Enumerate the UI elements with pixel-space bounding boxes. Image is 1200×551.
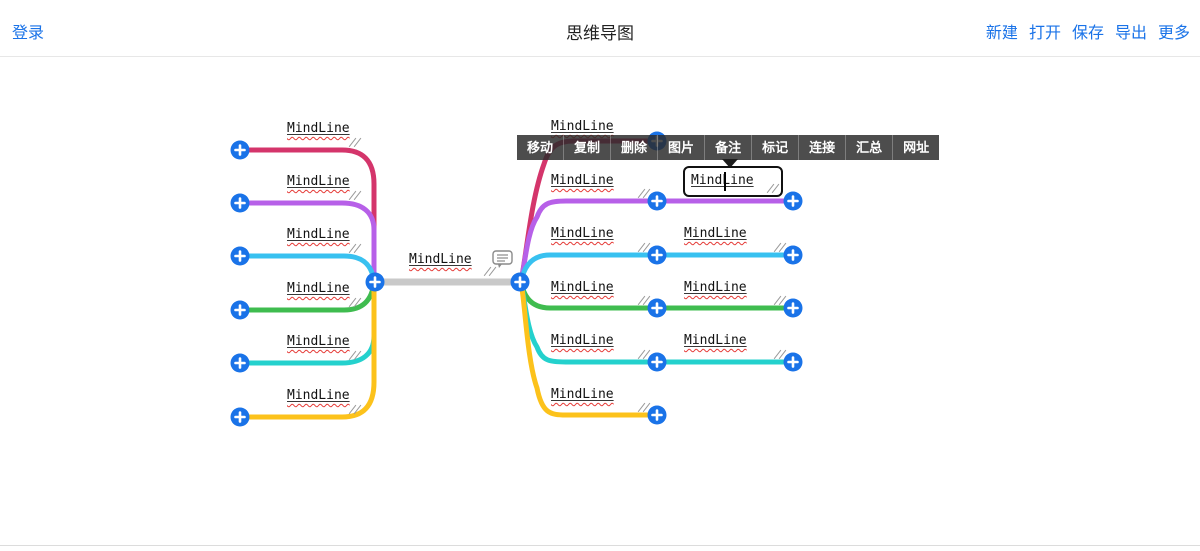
menu-copy-button[interactable]: 复制 [563,135,610,160]
node-label[interactable]: MindLine [684,333,747,348]
add-node-button[interactable] [230,353,250,373]
top-bar: 登录 思维导图 新建 打开 保存 导出 更多 [0,0,1200,57]
node-label[interactable]: MindLine [551,173,614,188]
node-resize-handle[interactable] [773,349,787,360]
node-label[interactable]: MindLine [551,226,614,241]
node-resize-handle[interactable] [637,295,651,306]
menu-note-button[interactable]: 备注 [704,135,751,160]
node-label[interactable]: MindLine [551,333,614,348]
node-label[interactable]: MindLine [287,334,350,349]
add-node-button[interactable] [647,405,667,425]
add-node-button[interactable] [230,407,250,427]
login-link[interactable]: 登录 [12,25,45,42]
menu-link-button[interactable]: 连接 [798,135,845,160]
editbox-resize-handle[interactable] [766,183,780,194]
node-label[interactable]: MindLine [287,121,350,136]
branch-right-2[interactable] [518,198,789,285]
node-resize-handle[interactable] [348,190,362,201]
node-resize-handle[interactable] [637,242,651,253]
root-add-right-button[interactable] [510,272,530,292]
node-label[interactable]: MindLine [551,280,614,295]
node-context-menu: 移动 复制 删除 图片 备注 标记 连接 汇总 网址 [517,135,940,160]
node-resize-handle[interactable] [773,295,787,306]
add-node-button[interactable] [783,298,803,318]
node-label[interactable]: MindLine [287,281,350,296]
menu-image-button[interactable]: 图片 [657,135,704,160]
page-title: 思维导图 [566,24,634,43]
add-node-button[interactable] [647,245,667,265]
save-button[interactable]: 保存 [1071,25,1104,42]
add-node-button[interactable] [647,352,667,372]
add-node-button[interactable] [647,298,667,318]
node-resize-handle[interactable] [348,404,362,415]
menu-summary-button[interactable]: 汇总 [845,135,892,160]
menu-mark-button[interactable]: 标记 [751,135,798,160]
export-button[interactable]: 导出 [1114,25,1147,42]
node-resize-handle[interactable] [773,242,787,253]
add-node-button[interactable] [783,245,803,265]
branch-left-6[interactable] [237,279,377,420]
add-node-button[interactable] [783,352,803,372]
canvas-bottom-edge [0,545,1200,546]
add-node-button[interactable] [230,246,250,266]
node-resize-handle[interactable] [483,266,497,277]
node-resize-handle[interactable] [637,349,651,360]
context-menu-pointer [722,159,738,168]
menu-delete-button[interactable]: 删除 [610,135,657,160]
node-label[interactable]: MindLine [287,174,350,189]
node-label[interactable]: MindLine [287,388,350,403]
node-edit-box[interactable]: MindLine [683,166,783,197]
node-label[interactable]: MindLine [684,280,747,295]
node-label[interactable]: MindLine [551,119,614,134]
add-node-button[interactable] [783,191,803,211]
add-node-button[interactable] [230,193,250,213]
add-node-button[interactable] [647,191,667,211]
root-add-left-button[interactable] [365,272,385,292]
node-resize-handle[interactable] [348,137,362,148]
node-resize-handle[interactable] [637,402,651,413]
node-resize-handle[interactable] [637,188,651,199]
menu-url-button[interactable]: 网址 [892,135,939,160]
add-node-button[interactable] [230,140,250,160]
branch-left-1[interactable] [237,147,377,285]
new-button[interactable]: 新建 [985,25,1018,42]
open-button[interactable]: 打开 [1028,25,1061,42]
add-node-button[interactable] [230,300,250,320]
menu-move-button[interactable]: 移动 [527,140,554,155]
node-resize-handle[interactable] [348,243,362,254]
node-label[interactable]: MindLine [551,387,614,402]
more-button[interactable]: 更多 [1157,25,1190,42]
node-resize-handle[interactable] [348,350,362,361]
node-resize-handle[interactable] [348,297,362,308]
branch-left-2[interactable] [237,200,377,285]
text-caret [724,172,726,191]
branch-right-6[interactable] [518,279,653,418]
node-label[interactable]: MindLine [287,227,350,242]
branch-left-3[interactable] [237,253,377,285]
header-actions: 新建 打开 保存 导出 更多 [986,19,1190,43]
node-label[interactable]: MindLine [684,226,747,241]
note-icon[interactable] [492,250,513,268]
root-node-label[interactable]: MindLine [409,252,472,267]
